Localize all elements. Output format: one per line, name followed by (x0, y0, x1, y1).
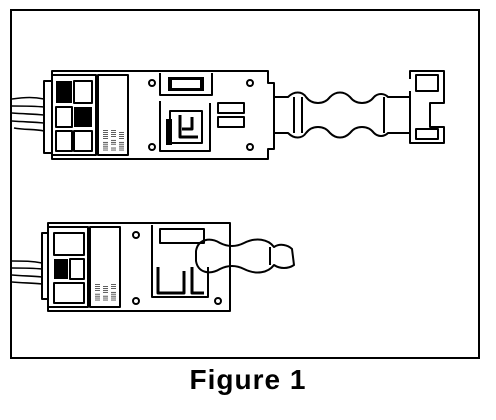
lower-connector-assembly: IIII IIII III IIII IIIII III (11, 222, 295, 312)
lower-latch (151, 225, 209, 298)
figure-caption: Figure 1 (189, 364, 307, 395)
upper-connector-assembly: IIIII IIIII II III IIII IIIII IIII (11, 70, 445, 160)
lower-wire-bundle (11, 260, 43, 285)
lower-label-line-3: IIIII III (111, 283, 118, 301)
lower-shaft (195, 238, 295, 274)
upper-end-clip (409, 70, 445, 144)
lower-label-strip: IIII IIII III IIII IIIII III (89, 226, 121, 308)
upper-shaft (274, 91, 410, 139)
figure-frame: IIIII IIIII II III IIII IIIII IIII (10, 9, 480, 359)
lower-label-line-1: IIII IIII (95, 283, 102, 301)
upper-label-line-3: IIIII IIII (119, 131, 126, 151)
upper-top-socket (159, 73, 213, 96)
upper-terminal-block (51, 74, 97, 156)
lower-label-line-2: III IIII (103, 285, 110, 301)
upper-latch (159, 101, 211, 152)
upper-label-line-2: II III IIII (111, 130, 118, 151)
line-drawing: IIIII IIIII II III IIII IIIII IIII (11, 70, 445, 312)
upper-label-line-1: IIIII IIIII (103, 130, 110, 151)
upper-wire-bundle (11, 96, 45, 132)
upper-label-strip: IIIII IIIII II III IIII IIIII IIII (97, 74, 129, 156)
lower-terminal-block (47, 226, 89, 308)
